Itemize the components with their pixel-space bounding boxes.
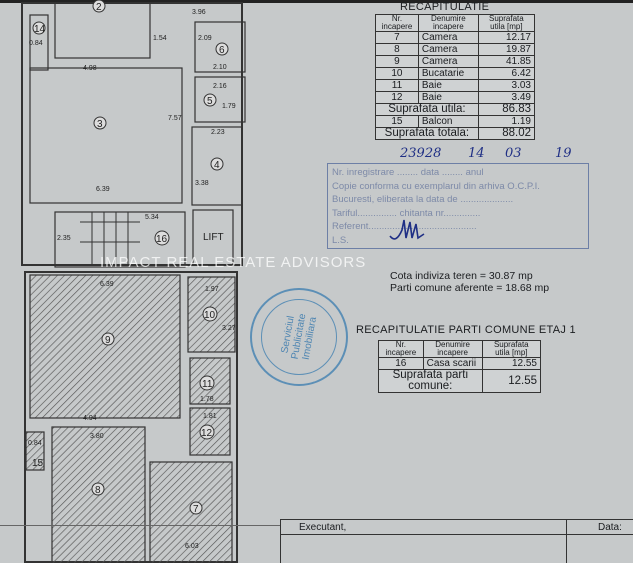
certification-stamp: Nr. inregistrare ........ data ........ … [327, 163, 589, 249]
cota-teren: Cota indiviza teren = 30.87 mp [390, 270, 533, 282]
dimension: 6.03 [185, 543, 199, 550]
dimension: 3.96 [192, 9, 206, 16]
stamp-line: Bucuresti, eliberata la data de ........… [332, 194, 514, 205]
room-15-balcony [25, 431, 45, 471]
dimension: 1.78 [200, 396, 214, 403]
dimension: 6.39 [96, 186, 110, 193]
handwritten-number: 23928 [400, 146, 442, 161]
top-edge [0, 0, 633, 3]
room-number: 3 [97, 119, 103, 130]
dimension: 3.38 [195, 180, 209, 187]
official-seal: Serviciul Publicitate Imobiliara [250, 288, 348, 386]
room-number: 5 [207, 96, 213, 107]
stamp-line: Referent................................… [332, 221, 477, 232]
stamp-line: L.S. [332, 234, 349, 246]
room-number: 9 [105, 335, 111, 346]
col-header: Denumire incapere [422, 340, 483, 358]
col-header: Nr. incapere [378, 340, 424, 358]
recap-title: RECAPITULATIE [400, 1, 490, 13]
room-number: 16 [156, 234, 168, 245]
room-number: 6 [219, 45, 225, 56]
signature [389, 219, 425, 240]
room-16-stairs [54, 211, 186, 268]
room-5 [194, 76, 246, 123]
dimension: 2.10 [213, 64, 227, 71]
dimension: 3.80 [90, 433, 104, 440]
room-9 [29, 274, 181, 419]
stamp-line: Nr. inregistrare ........ data ........ … [332, 167, 484, 178]
room-number: 2 [96, 2, 102, 13]
room-number: 12 [201, 428, 213, 439]
room-number: 10 [204, 310, 216, 321]
dimension: 7.57 [168, 115, 182, 122]
col-header: Denumire incapere [417, 14, 479, 32]
col-header: Suprafata utila [mp] [481, 340, 542, 358]
dimension: 2.09 [198, 35, 212, 42]
divider [0, 525, 280, 526]
dimension: 1.79 [222, 103, 236, 110]
room-4 [191, 126, 243, 206]
data-label: Data: [598, 522, 622, 533]
col-header: Suprafata utila [mp] [477, 14, 536, 32]
room-3 [29, 67, 183, 204]
total-row: Suprafata totala:88.02 [375, 127, 536, 140]
parti-comune: Parti comune aferente = 18.68 mp [390, 282, 550, 294]
handwritten-day: 14 [468, 146, 485, 161]
room-14 [29, 14, 49, 71]
stamp-line: Copie conforma cu exemplarul din arhiva … [332, 180, 540, 192]
col-header: Nr. incapere [375, 14, 419, 32]
useful-total-row: Suprafata utila:86.83 [375, 103, 536, 116]
dimension: 2.23 [211, 129, 225, 136]
room-7 [149, 461, 233, 563]
lift-label: LIFT [203, 232, 224, 243]
common-title: RECAPITULATIE PARTI COMUNE ETAJ 1 [356, 324, 576, 336]
dimension: 5.34 [145, 214, 159, 221]
dimension: 4.98 [83, 65, 97, 72]
room-number: 8 [95, 485, 101, 496]
dimension: 1.81 [203, 413, 217, 420]
dimension: 2.35 [57, 235, 71, 242]
room-number: 14 [34, 24, 46, 35]
floor-plan: 2 14 3 6 5 4 16 LIFT 9 10 11 12 8 7 15 3… [21, 0, 246, 563]
watermark: IMPACT REAL ESTATE ADVISORS [100, 254, 367, 271]
room-number: 4 [214, 160, 220, 171]
dimension: 2.16 [213, 83, 227, 90]
dimension: 3.27 [222, 325, 236, 332]
room-6 [194, 21, 246, 73]
stamp-line: Tariful............... chitanta nr......… [332, 207, 481, 219]
dimension: 0.84 [28, 440, 42, 447]
dimension: 6.39 [100, 281, 114, 288]
executant-box: Executant, Data: [280, 519, 633, 563]
dimension: 0.84 [29, 40, 43, 47]
room-number: 7 [193, 504, 199, 515]
cota-text: Cota indiviza teren = 30.87 mp Parti com… [390, 270, 549, 294]
executant-label: Executant, [299, 522, 347, 533]
handwritten-year: 19 [555, 146, 572, 161]
dimension: 4.94 [83, 415, 97, 422]
lift [192, 209, 234, 266]
common-total-row: Suprafata parti comune:12.55 [378, 369, 542, 393]
dimension: 1.54 [153, 35, 167, 42]
dimension: 1.97 [205, 286, 219, 293]
handwritten-month: 03 [505, 146, 522, 161]
room-number: 15 [32, 458, 44, 469]
room-number: 11 [202, 379, 213, 390]
